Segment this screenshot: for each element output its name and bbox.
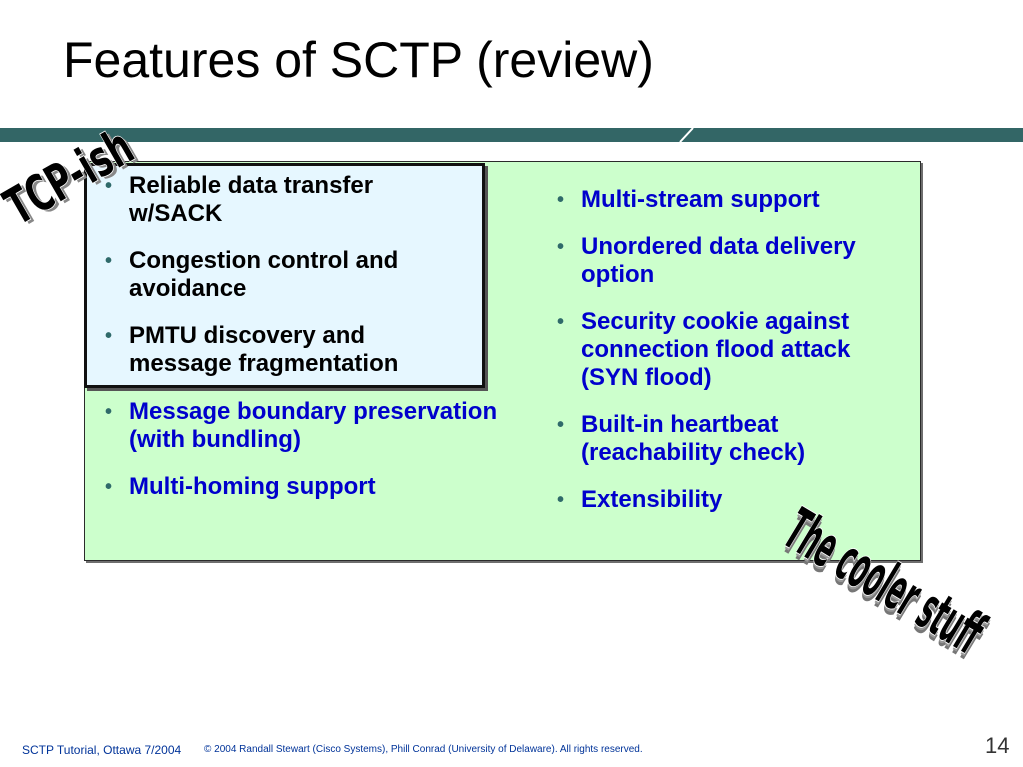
tcp-ish-list: •Reliable data transfer w/SACK •Congesti… [105,172,465,397]
tcp-ish-wordart-text: TCP-ish [0,118,144,237]
bullet-icon: • [105,476,113,498]
bullet-icon: • [557,236,565,258]
list-item: •Unordered data delivery option [557,233,856,288]
title-divider-bar [0,128,1023,142]
bullet-icon: • [105,250,113,272]
bullet-icon: • [557,189,565,211]
list-item: •PMTU discovery and message fragmentatio… [105,322,399,377]
bullet-icon: • [557,489,565,511]
cooler-stuff-wordart: The cooler stuff The cooler stuff The co… [772,496,997,674]
divider-bar-left [0,128,693,142]
bullet-icon: • [557,311,565,333]
divider-bar-right [680,128,1023,142]
footer-tutorial-label: SCTP Tutorial, Ottawa 7/2004 [22,743,182,757]
list-item: •Congestion control and avoidance [105,247,399,302]
list-item: •Multi-homing support [105,473,376,500]
shared-features-list: •Message boundary preservation (with bun… [105,398,525,520]
list-item: •Extensibility [557,486,723,513]
footer-copyright: © 2004 Randall Stewart (Cisco Systems), … [204,744,643,755]
page-number: 14 [985,733,1010,758]
list-item: •Message boundary preservation (with bun… [105,398,498,453]
tcp-ish-panel [84,163,485,388]
bullet-icon: • [557,414,565,436]
cooler-features-list: •Multi-stream support •Unordered data de… [557,186,907,533]
list-item: •Built-in heartbeat (reachability check) [557,411,806,466]
bullet-icon: • [105,325,113,347]
bullet-icon: • [105,175,113,197]
tcp-ish-wordart: TCP-ish TCP-ish [0,118,147,240]
cooler-stuff-wordart-text: The cooler stuff [773,496,996,667]
divider-bar-notch [679,128,694,142]
list-item: •Multi-stream support [557,186,820,213]
list-item: •Reliable data transfer w/SACK [105,172,374,227]
list-item: •Security cookie against connection floo… [557,308,851,391]
slide-title: Features of SCTP (review) [63,32,654,88]
bullet-icon: • [105,401,113,423]
